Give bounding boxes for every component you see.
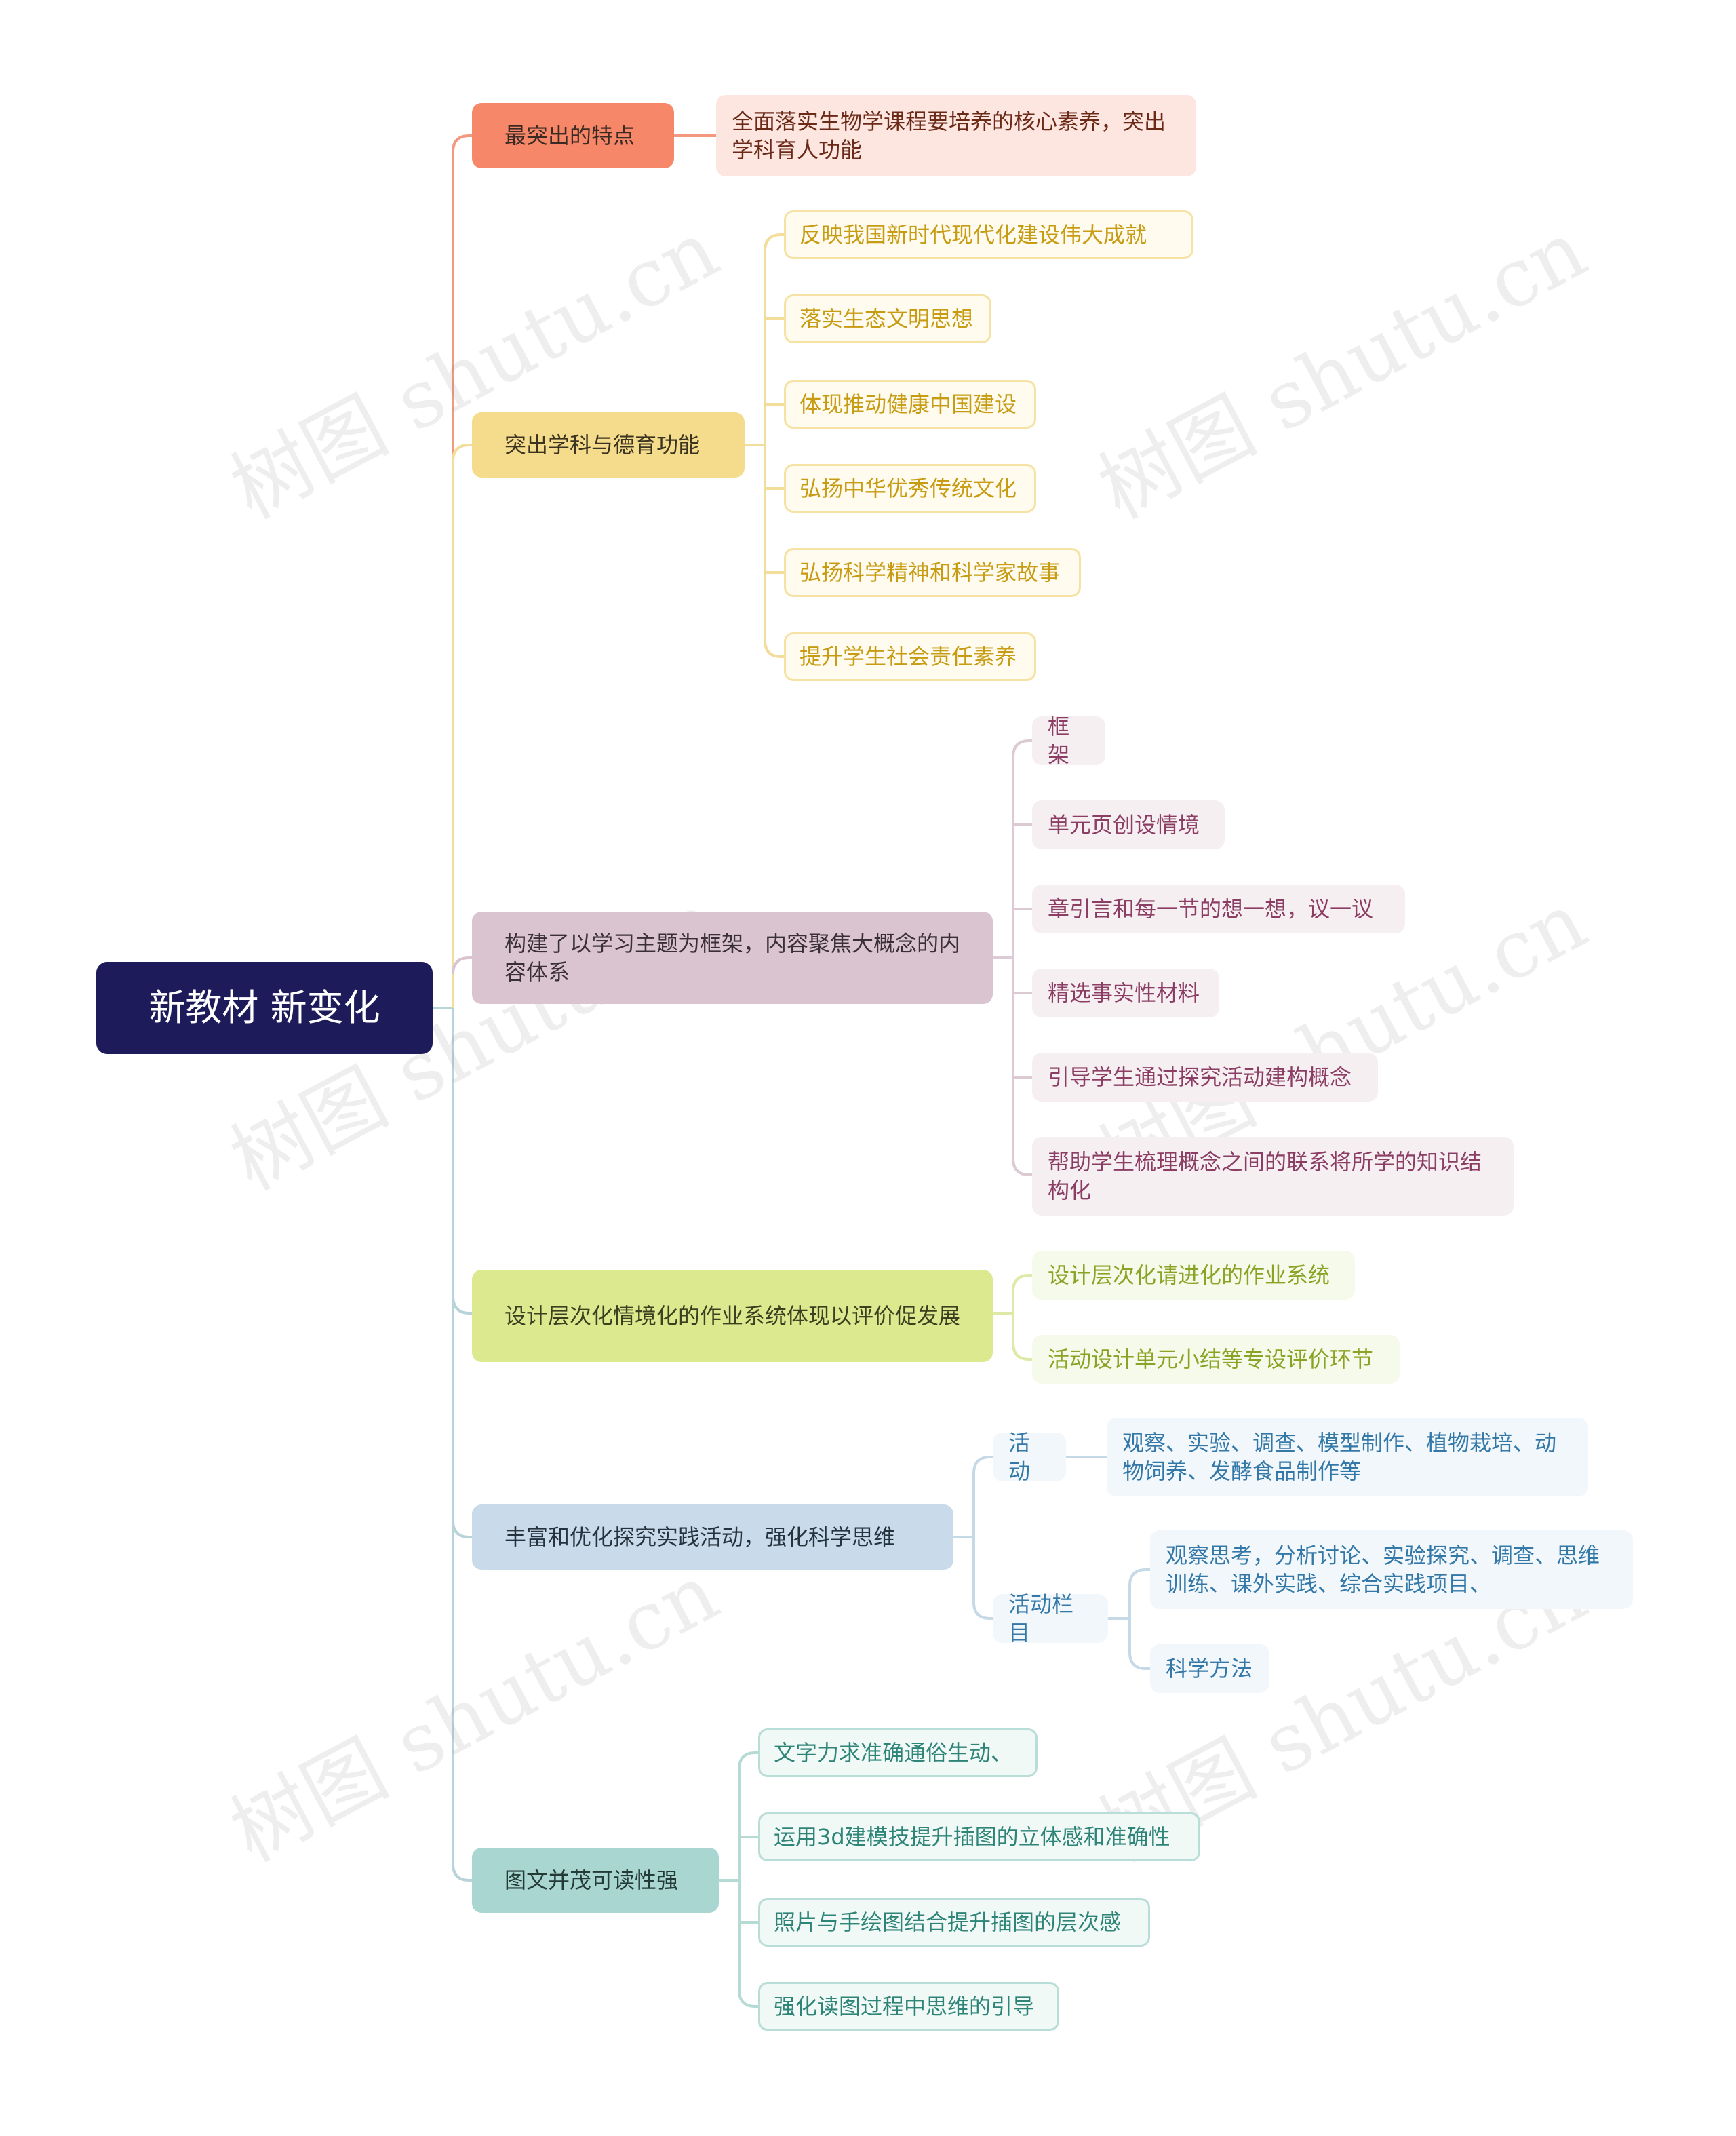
branch-content-system[interactable]: 构建了以学习主题为框架，内容聚焦大概念的内容体系: [472, 912, 993, 1004]
leaf-traditional-culture[interactable]: 弘扬中华优秀传统文化: [784, 464, 1036, 513]
leaf-unit-summary-evaluation[interactable]: 活动设计单元小结等专设评价环节: [1032, 1335, 1400, 1384]
leaf-3d-modeling[interactable]: 运用3d建模技提升插图的立体感和准确性: [758, 1812, 1200, 1861]
leaf-healthy-china[interactable]: 体现推动健康中国建设: [784, 380, 1036, 429]
leaf-activity-list[interactable]: 观察、实验、调查、模型制作、植物栽培、动物饲养、发酵食品制作等: [1107, 1418, 1588, 1496]
branch-illustrated-readability[interactable]: 图文并茂可读性强: [472, 1848, 719, 1913]
leaf-social-responsibility[interactable]: 提升学生社会责任素养: [784, 632, 1036, 681]
leaf-reading-guidance[interactable]: 强化读图过程中思维的引导: [758, 1982, 1059, 2031]
leaf-factual-materials[interactable]: 精选事实性材料: [1032, 969, 1219, 1017]
sub-activity-columns[interactable]: 活动栏目: [993, 1591, 1108, 1646]
sub-activities[interactable]: 活动: [993, 1430, 1066, 1484]
leaf-ecological-civilization[interactable]: 落实生态文明思想: [784, 294, 991, 343]
leaf-layered-homework[interactable]: 设计层次化请进化的作业系统: [1032, 1251, 1355, 1300]
leaf-accurate-text[interactable]: 文字力求准确通俗生动、: [758, 1728, 1038, 1777]
leaf-chapter-intro[interactable]: 章引言和每一节的想一想，议一议: [1032, 885, 1405, 933]
leaf-inquiry-concepts[interactable]: 引导学生通过探究活动建构概念: [1032, 1053, 1378, 1102]
branch-inquiry-practice[interactable]: 丰富和优化探究实践活动，强化科学思维: [472, 1504, 953, 1570]
branch-homework-system[interactable]: 设计层次化情境化的作业系统体现以评价促发展: [472, 1270, 993, 1362]
leaf-column-list[interactable]: 观察思考，分析讨论、实验探究、调查、思维训练、课外实践、综合实践项目、: [1150, 1530, 1633, 1609]
branch-moral-education[interactable]: 突出学科与德育功能: [472, 412, 745, 478]
leaf-photo-drawing[interactable]: 照片与手绘图结合提升插图的层次感: [758, 1898, 1150, 1947]
leaf-scientific-method[interactable]: 科学方法: [1150, 1644, 1269, 1693]
leaf-structured-knowledge[interactable]: 帮助学生梳理概念之间的联系将所学的知识结构化: [1032, 1137, 1514, 1216]
leaf-unit-page-context[interactable]: 单元页创设情境: [1032, 800, 1225, 849]
leaf-scientific-spirit[interactable]: 弘扬科学精神和科学家故事: [784, 548, 1081, 597]
branch-most-prominent-feature[interactable]: 最突出的特点: [472, 103, 674, 168]
root-topic[interactable]: 新教材 新变化: [96, 962, 433, 1054]
leaf-modernization-achievements[interactable]: 反映我国新时代现代化建设伟大成就: [784, 210, 1194, 259]
leaf-core-literacy[interactable]: 全面落实生物学课程要培养的核心素养，突出学科育人功能: [716, 95, 1196, 176]
leaf-framework[interactable]: 框架: [1032, 714, 1105, 768]
